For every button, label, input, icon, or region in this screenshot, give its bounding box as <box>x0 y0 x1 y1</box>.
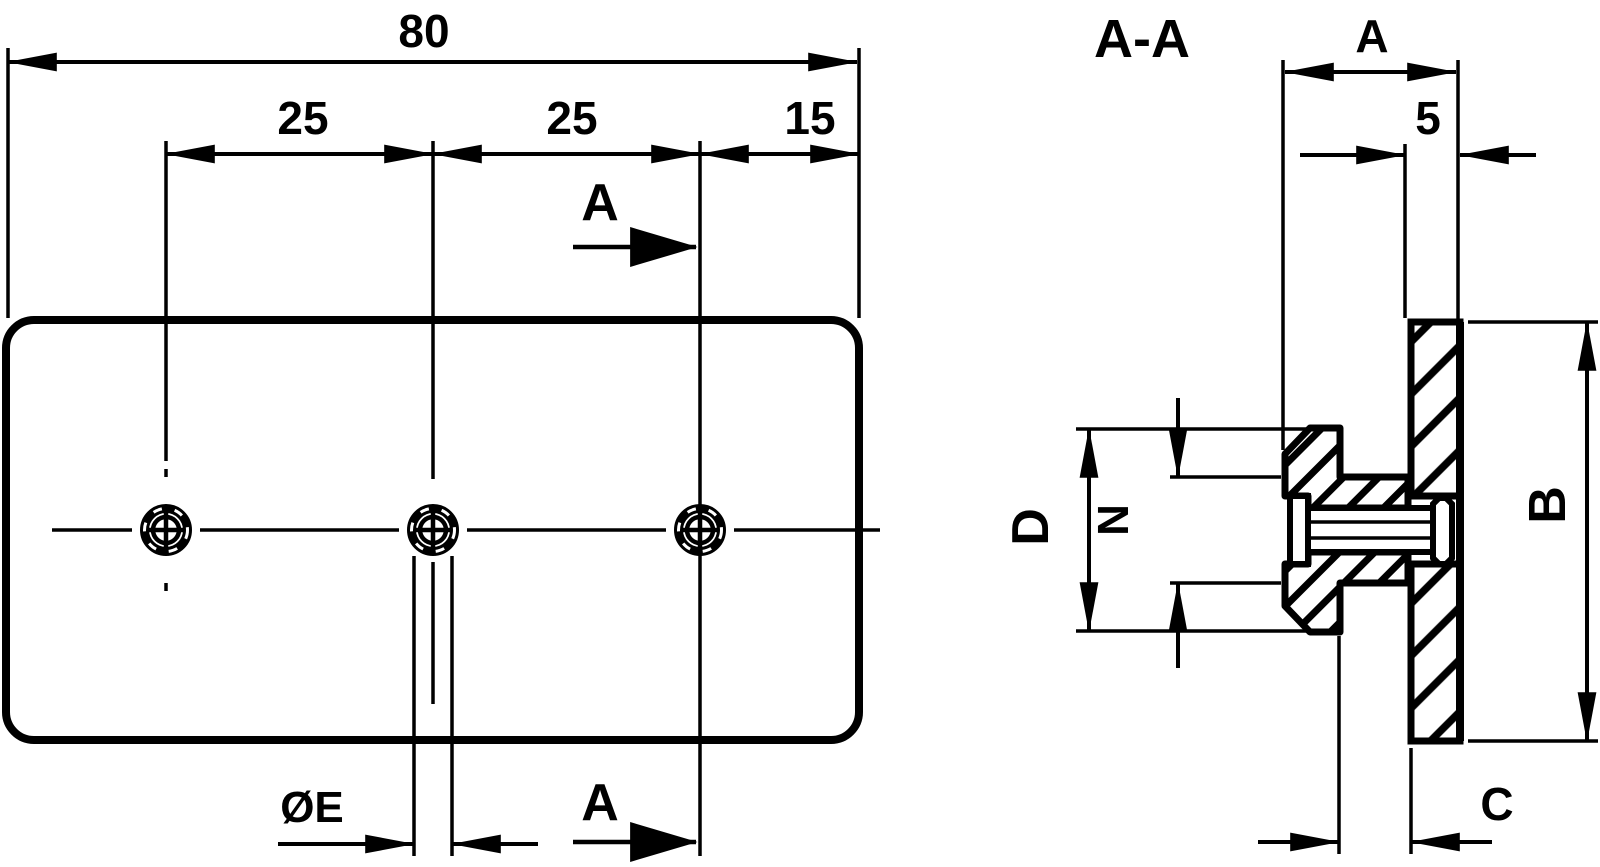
dim-label-n: N <box>1089 504 1138 536</box>
dim-label-80: 80 <box>398 5 449 57</box>
section-view: A-A <box>1002 9 1598 854</box>
extension-lines-front <box>6 48 861 856</box>
screw-shank <box>1305 505 1436 555</box>
front-view: 80 25 25 15 ØE A A <box>2 5 880 862</box>
screw-tip <box>1430 495 1455 567</box>
plate-cross-section <box>1407 318 1464 745</box>
section-arrow-bottom: A <box>573 774 698 862</box>
screw-thread-lines <box>1308 520 1433 540</box>
dimension-plate-height: B <box>1519 320 1597 743</box>
dim-label-depth-a: A <box>1355 10 1388 62</box>
dim-label-b: B <box>1519 486 1577 524</box>
screw-cross-section <box>1287 493 1455 567</box>
dimension-overall-depth: A <box>1283 10 1458 82</box>
tnut-cross-section <box>1281 424 1412 636</box>
dimension-body-height: D <box>1002 427 1099 633</box>
dim-label-c: C <box>1480 778 1513 830</box>
section-label-top: A <box>581 174 619 232</box>
dim-label-d: D <box>1002 508 1060 546</box>
dim-label-5: 5 <box>1415 92 1441 144</box>
dimension-plate-thickness: 5 <box>1300 92 1536 165</box>
dim-label-15: 15 <box>784 92 835 144</box>
hole-symbol-center <box>407 504 459 556</box>
hole-symbol-left <box>140 504 192 556</box>
dimension-overall-width: 80 <box>6 5 859 72</box>
dim-label-25-right: 25 <box>546 92 597 144</box>
dimension-hole-diameter: ØE <box>278 783 538 854</box>
section-label-bottom: A <box>581 774 619 832</box>
dim-label-hole-diameter: ØE <box>280 783 344 832</box>
dimension-slot-height: N <box>1089 398 1188 668</box>
dim-label-25-left: 25 <box>277 92 328 144</box>
dimension-foot-depth: C <box>1258 778 1514 852</box>
section-arrow-top: A <box>573 174 698 267</box>
dimension-hole-spacing: 25 25 15 <box>164 92 861 164</box>
section-view-title: A-A <box>1094 9 1190 69</box>
